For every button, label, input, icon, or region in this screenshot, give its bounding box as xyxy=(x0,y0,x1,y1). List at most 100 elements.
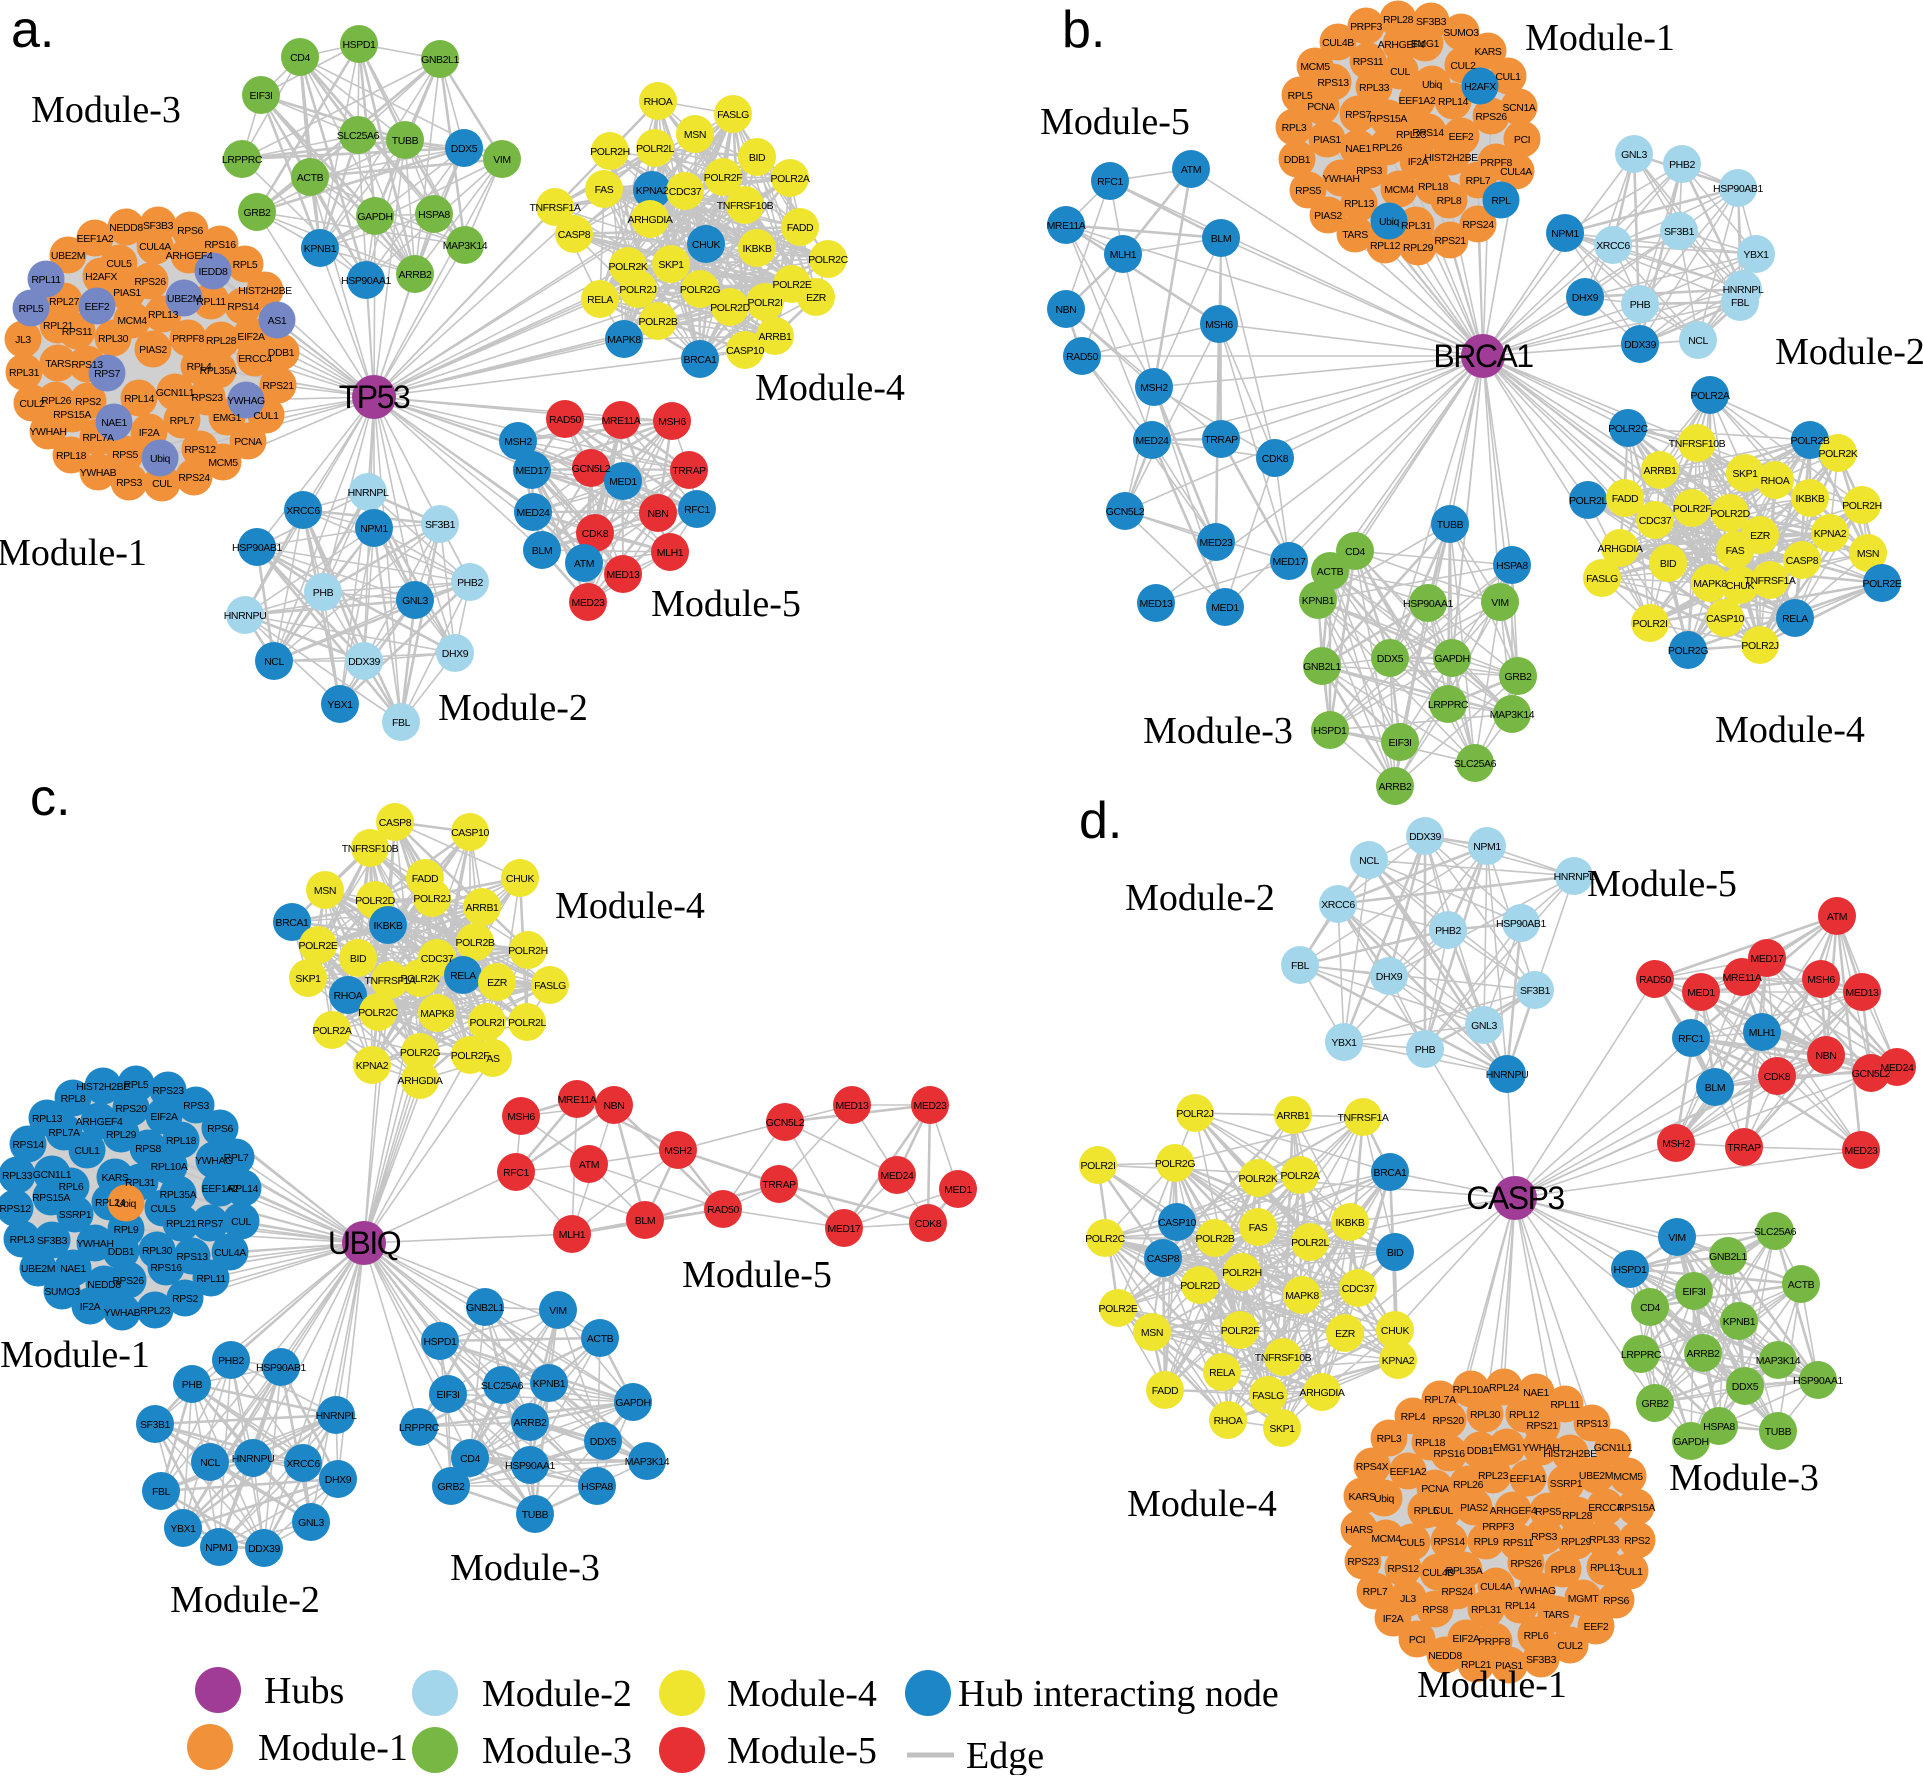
svg-text:IKBKB: IKBKB xyxy=(1336,1217,1365,1229)
svg-text:RPS20: RPS20 xyxy=(115,1103,147,1115)
svg-text:Module-3: Module-3 xyxy=(1669,1457,1819,1499)
svg-text:RPL8: RPL8 xyxy=(1437,195,1462,207)
svg-text:GCN1L1: GCN1L1 xyxy=(1594,1442,1633,1454)
svg-text:RPS24: RPS24 xyxy=(1462,219,1494,231)
svg-text:RPS2: RPS2 xyxy=(1624,1535,1650,1547)
svg-text:RPS15A: RPS15A xyxy=(1369,113,1407,125)
svg-text:RPL14: RPL14 xyxy=(124,393,155,405)
svg-text:TUBB: TUBB xyxy=(392,135,419,147)
svg-text:Ubiq: Ubiq xyxy=(150,453,171,465)
svg-text:MCM4: MCM4 xyxy=(117,315,147,327)
svg-text:Ubiq: Ubiq xyxy=(1422,79,1443,91)
svg-text:RFC1: RFC1 xyxy=(1097,176,1123,188)
svg-text:EEF1A2: EEF1A2 xyxy=(202,1183,239,1195)
svg-text:RHOA: RHOA xyxy=(644,96,673,108)
svg-text:KARS: KARS xyxy=(1475,46,1502,58)
svg-text:LRPPRC: LRPPRC xyxy=(399,1422,440,1434)
svg-text:CD4: CD4 xyxy=(460,1453,480,1465)
svg-text:d.: d. xyxy=(1079,792,1122,850)
svg-text:EIF3I: EIF3I xyxy=(436,1389,459,1401)
svg-text:RPL30: RPL30 xyxy=(142,1245,173,1257)
svg-text:CD4: CD4 xyxy=(1640,1302,1660,1314)
svg-text:RPL11: RPL11 xyxy=(196,296,226,308)
svg-text:RPS23: RPS23 xyxy=(191,392,223,404)
svg-text:UBE2M: UBE2M xyxy=(21,1263,55,1275)
svg-text:HNRNPL: HNRNPL xyxy=(1554,871,1595,883)
svg-text:SLC25A6: SLC25A6 xyxy=(1454,758,1497,770)
svg-text:YWHAG: YWHAG xyxy=(1518,1585,1556,1597)
svg-text:POLR2D: POLR2D xyxy=(710,302,750,314)
svg-text:RAD50: RAD50 xyxy=(1639,974,1671,986)
svg-text:GCN1L1: GCN1L1 xyxy=(33,1169,72,1181)
svg-text:RPL31: RPL31 xyxy=(1401,220,1432,232)
svg-text:PRPF8: PRPF8 xyxy=(172,333,204,345)
svg-text:POLR2C: POLR2C xyxy=(1608,423,1648,435)
svg-text:BLM: BLM xyxy=(532,545,552,557)
svg-text:GNL3: GNL3 xyxy=(1471,1020,1497,1032)
svg-text:BID: BID xyxy=(1387,1247,1404,1259)
svg-text:RFC1: RFC1 xyxy=(684,504,710,516)
svg-text:POLR2F: POLR2F xyxy=(1221,1325,1259,1337)
svg-text:POLR2L: POLR2L xyxy=(1569,495,1607,507)
svg-text:RPS15A: RPS15A xyxy=(32,1192,70,1204)
svg-text:HSP90AB1: HSP90AB1 xyxy=(256,1362,306,1374)
svg-text:PIAS2: PIAS2 xyxy=(139,344,167,356)
svg-text:XRCC6: XRCC6 xyxy=(1596,240,1630,252)
svg-text:TARS: TARS xyxy=(45,358,71,370)
svg-text:RPL7A: RPL7A xyxy=(82,432,114,444)
svg-text:LRPPRC: LRPPRC xyxy=(222,154,263,166)
svg-text:RPL35A: RPL35A xyxy=(200,365,237,377)
svg-text:HNRNPU: HNRNPU xyxy=(232,1453,275,1465)
svg-text:CUL2: CUL2 xyxy=(19,398,45,410)
svg-text:RPS21: RPS21 xyxy=(1434,235,1466,247)
svg-text:SKP1: SKP1 xyxy=(1269,1423,1295,1435)
svg-text:HNRNPL: HNRNPL xyxy=(348,487,389,499)
svg-text:HIST2H2BE: HIST2H2BE xyxy=(1543,1448,1597,1460)
svg-text:MLH1: MLH1 xyxy=(1749,1027,1776,1039)
svg-text:CASP8: CASP8 xyxy=(379,817,412,829)
svg-text:RPS6: RPS6 xyxy=(177,225,203,237)
svg-text:Ubiq: Ubiq xyxy=(1374,1493,1395,1505)
svg-text:RPS5: RPS5 xyxy=(112,449,138,461)
svg-text:GAPDH: GAPDH xyxy=(1434,653,1469,665)
svg-text:RPL31: RPL31 xyxy=(9,367,40,379)
svg-text:HSPA8: HSPA8 xyxy=(1496,560,1528,572)
svg-text:RPL4: RPL4 xyxy=(1401,1411,1426,1423)
svg-text:KPNA2: KPNA2 xyxy=(636,185,669,197)
svg-text:RPS20: RPS20 xyxy=(1432,1415,1464,1427)
svg-text:MCM5: MCM5 xyxy=(1300,61,1330,73)
svg-text:MED1: MED1 xyxy=(1211,602,1239,614)
svg-text:RPL8: RPL8 xyxy=(61,1093,86,1105)
svg-text:DHX9: DHX9 xyxy=(1376,971,1403,983)
svg-text:HIST2H2BE: HIST2H2BE xyxy=(1424,152,1478,164)
svg-text:RPS23: RPS23 xyxy=(152,1085,184,1097)
svg-text:Ubiq: Ubiq xyxy=(1379,216,1400,228)
svg-text:CASP8: CASP8 xyxy=(1147,1253,1180,1265)
svg-text:RPS16: RPS16 xyxy=(150,1262,182,1274)
svg-text:RPL5: RPL5 xyxy=(19,303,44,315)
svg-text:UBE2M: UBE2M xyxy=(51,250,85,262)
svg-text:KPNA2: KPNA2 xyxy=(356,1060,389,1072)
svg-text:IF2A: IF2A xyxy=(1408,156,1429,168)
svg-text:b.: b. xyxy=(1062,1,1105,59)
svg-text:FADD: FADD xyxy=(412,873,439,885)
svg-text:Module-5: Module-5 xyxy=(727,1730,877,1772)
svg-text:POLR2A: POLR2A xyxy=(1690,390,1729,402)
svg-text:YWHAH: YWHAH xyxy=(76,1238,113,1250)
svg-text:BLM: BLM xyxy=(635,1215,655,1227)
svg-text:FADD: FADD xyxy=(1612,493,1639,505)
svg-text:CDC37: CDC37 xyxy=(1639,515,1672,527)
svg-text:RPS6: RPS6 xyxy=(207,1123,233,1135)
svg-text:POLR2J: POLR2J xyxy=(1741,640,1778,652)
svg-text:CHUK: CHUK xyxy=(1726,580,1755,592)
svg-text:ARRB2: ARRB2 xyxy=(1686,1348,1720,1360)
svg-text:NAE1: NAE1 xyxy=(60,1263,86,1275)
svg-text:EMG1: EMG1 xyxy=(1493,1442,1522,1454)
svg-text:XRCC6: XRCC6 xyxy=(286,1458,320,1470)
svg-text:BID: BID xyxy=(350,953,367,965)
svg-text:MED24: MED24 xyxy=(516,507,550,519)
svg-text:ARHGDIA: ARHGDIA xyxy=(397,1075,442,1087)
svg-text:RPL23: RPL23 xyxy=(1396,129,1427,141)
svg-text:UBE2M: UBE2M xyxy=(1579,1470,1613,1482)
svg-text:PIAS1: PIAS1 xyxy=(1495,1660,1523,1672)
